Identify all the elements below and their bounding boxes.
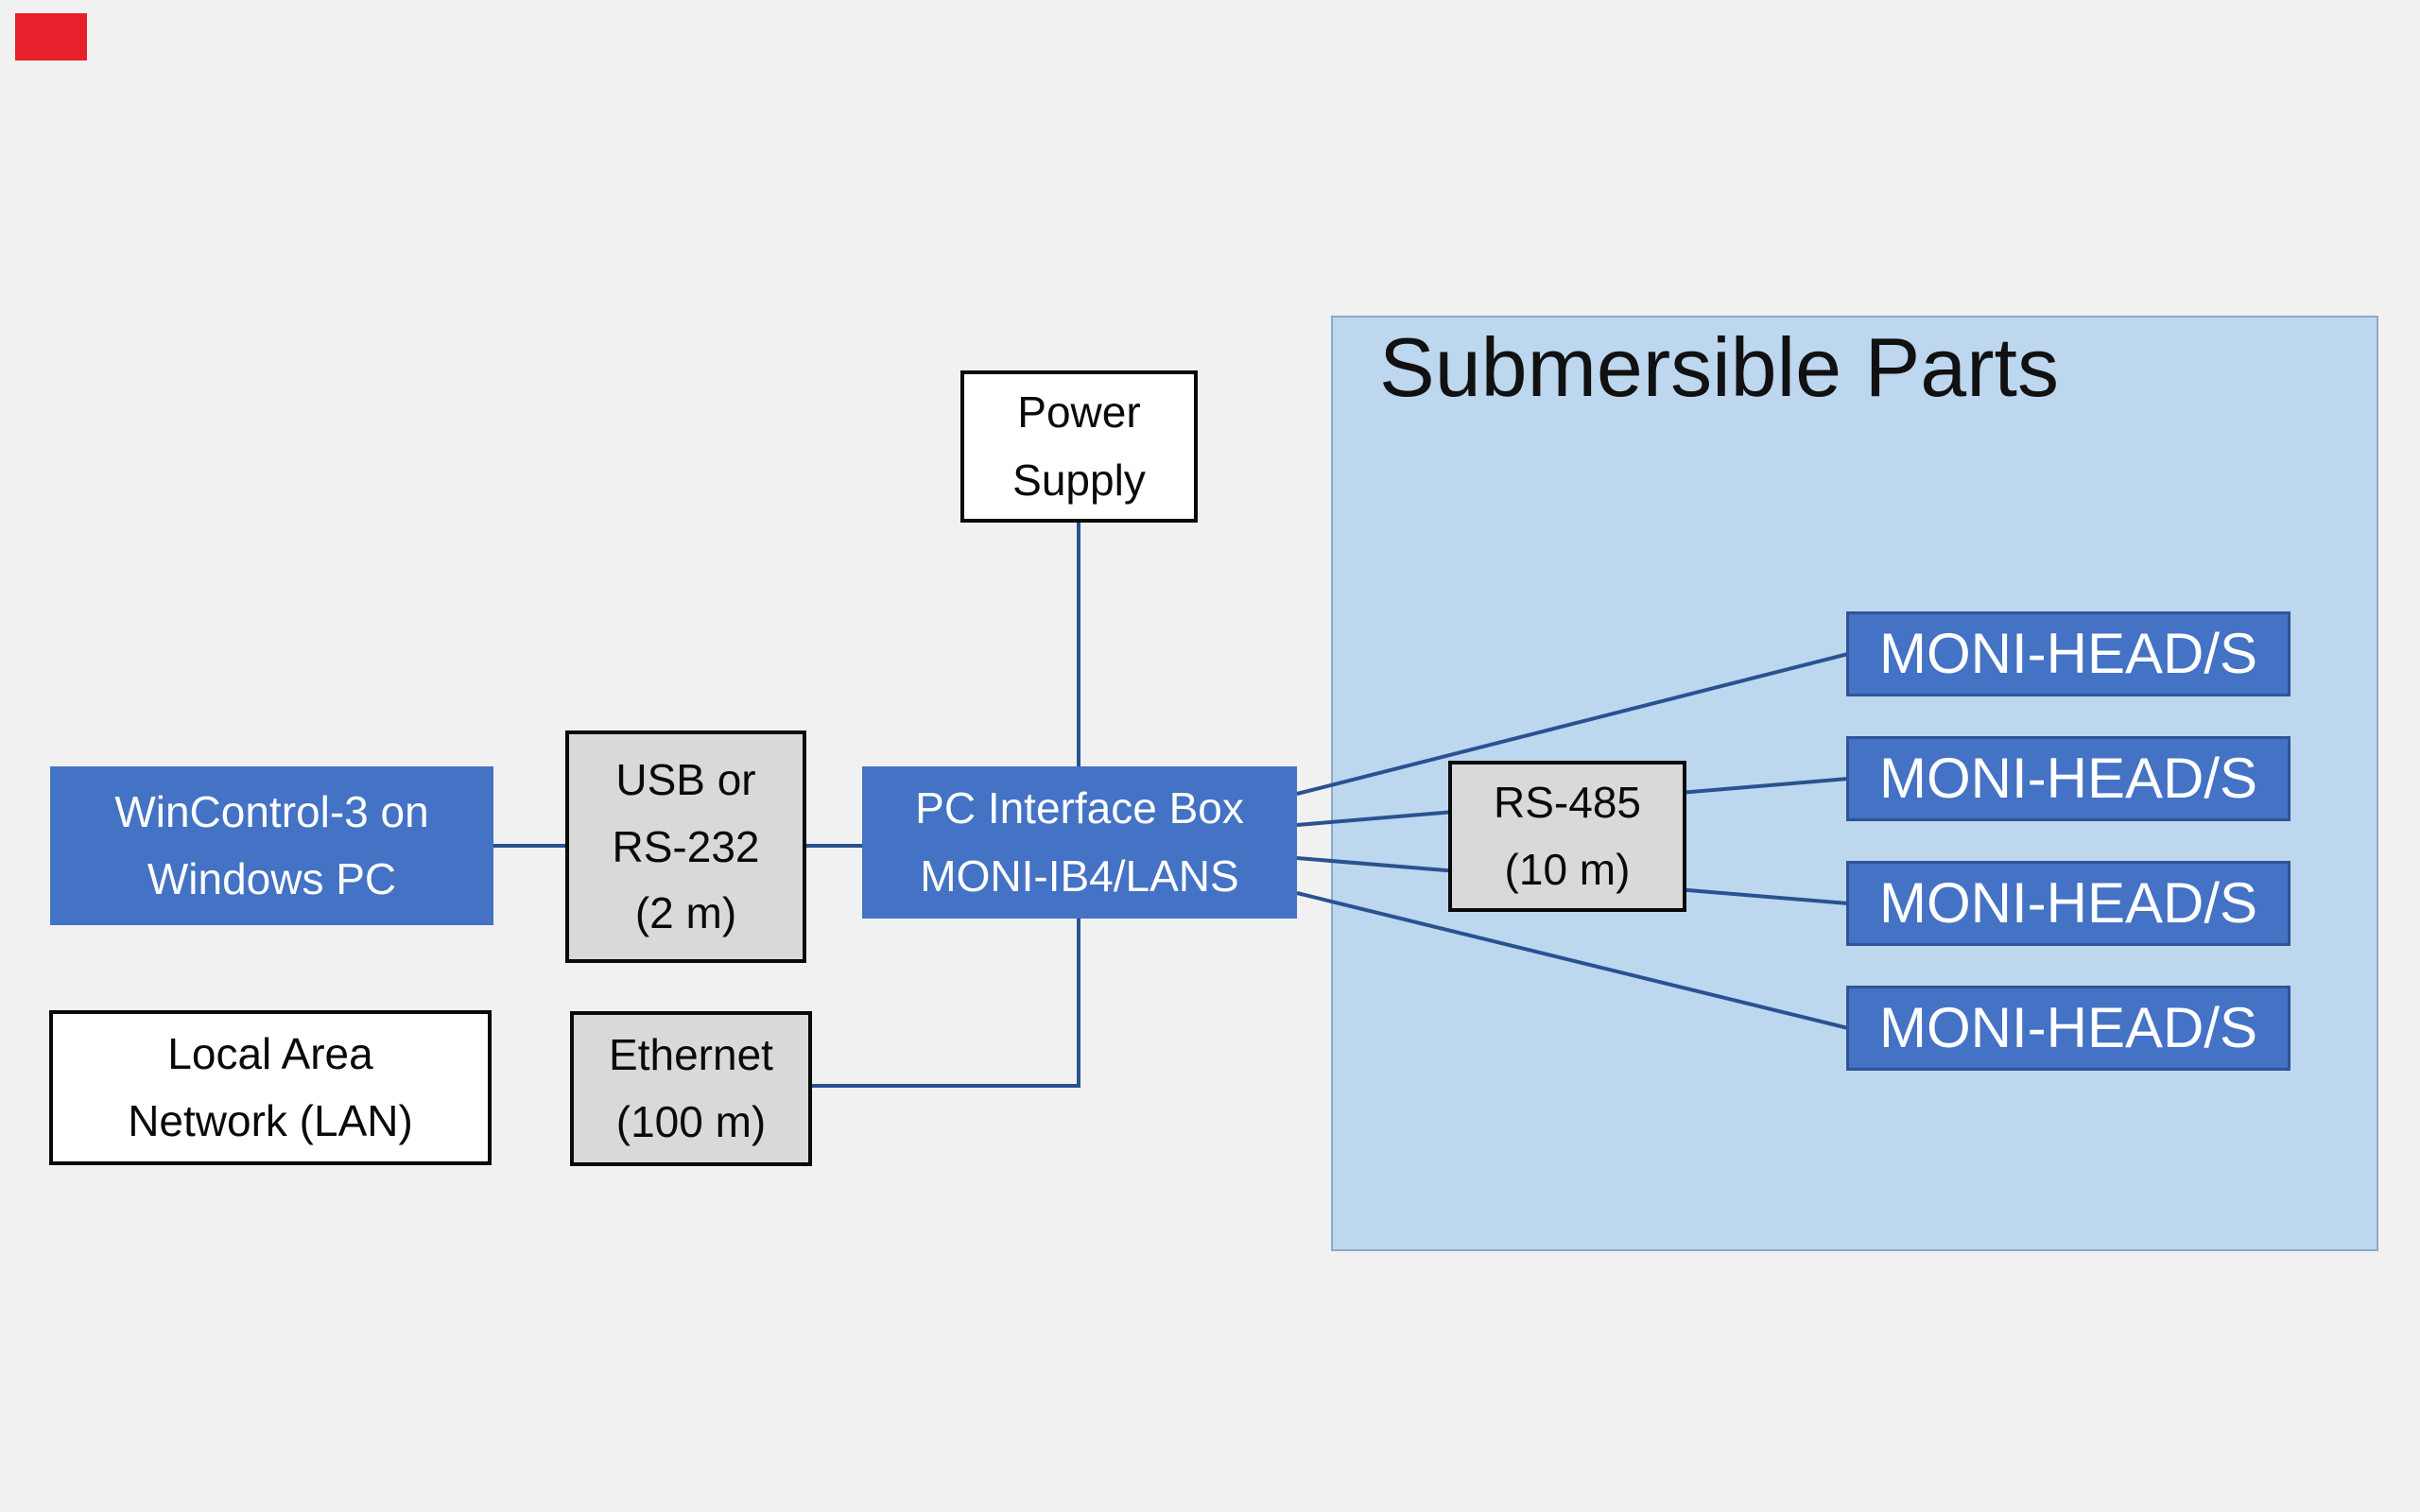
node-wincontrol-line1: WinControl-3 on	[114, 786, 429, 836]
node-pcbox-line2: MONI-IB4/LANS	[920, 850, 1239, 901]
submersible-region-title: Submersible Parts	[1379, 320, 2059, 414]
line-fan-moni4	[1296, 891, 1849, 1030]
node-lan-line2: Network (LAN)	[128, 1096, 413, 1145]
node-ethernet-line1: Ethernet	[609, 1029, 773, 1079]
node-power-line1: Power	[1017, 387, 1141, 438]
node-rs485-line1: RS-485	[1494, 777, 1641, 827]
node-ethernet-line2: (100 m)	[615, 1097, 767, 1146]
node-moni-head-3: MONI-HEAD/S	[1846, 861, 2290, 946]
node-wincontrol-line2: Windows PC	[147, 854, 397, 903]
node-moni-head-4-label: MONI-HEAD/S	[1878, 996, 2258, 1059]
node-moni-head-1-label: MONI-HEAD/S	[1878, 622, 2258, 685]
node-moni-head-4: MONI-HEAD/S	[1846, 986, 2290, 1071]
node-ethernet: Ethernet (100 m)	[570, 1011, 812, 1166]
node-usb-line3: (2 m)	[634, 888, 737, 938]
node-pc-interface-box: PC Interface Box MONI-IB4/LANS	[862, 766, 1297, 919]
node-usb-line1: USB or	[615, 755, 756, 805]
node-usb-rs232: USB or RS-232 (2 m)	[565, 730, 806, 963]
node-lan-line1: Local Area	[167, 1028, 373, 1078]
node-usb-line2: RS-232	[612, 821, 760, 871]
node-power-line2: Supply	[1012, 455, 1146, 505]
node-power-supply: Power Supply	[960, 370, 1198, 523]
node-rs485: RS-485 (10 m)	[1448, 761, 1686, 912]
red-marker-rectangle	[15, 13, 87, 60]
line-fan-moni1	[1296, 652, 1849, 796]
node-moni-head-1: MONI-HEAD/S	[1846, 611, 2290, 696]
node-moni-head-2-label: MONI-HEAD/S	[1878, 747, 2258, 810]
node-moni-head-2: MONI-HEAD/S	[1846, 736, 2290, 821]
node-pcbox-line1: PC Interface Box	[915, 783, 1244, 833]
node-wincontrol-pc: WinControl-3 on Windows PC	[50, 766, 493, 925]
node-rs485-line2: (10 m)	[1504, 845, 1631, 894]
node-moni-head-3-label: MONI-HEAD/S	[1878, 871, 2258, 935]
node-lan: Local Area Network (LAN)	[49, 1010, 492, 1165]
